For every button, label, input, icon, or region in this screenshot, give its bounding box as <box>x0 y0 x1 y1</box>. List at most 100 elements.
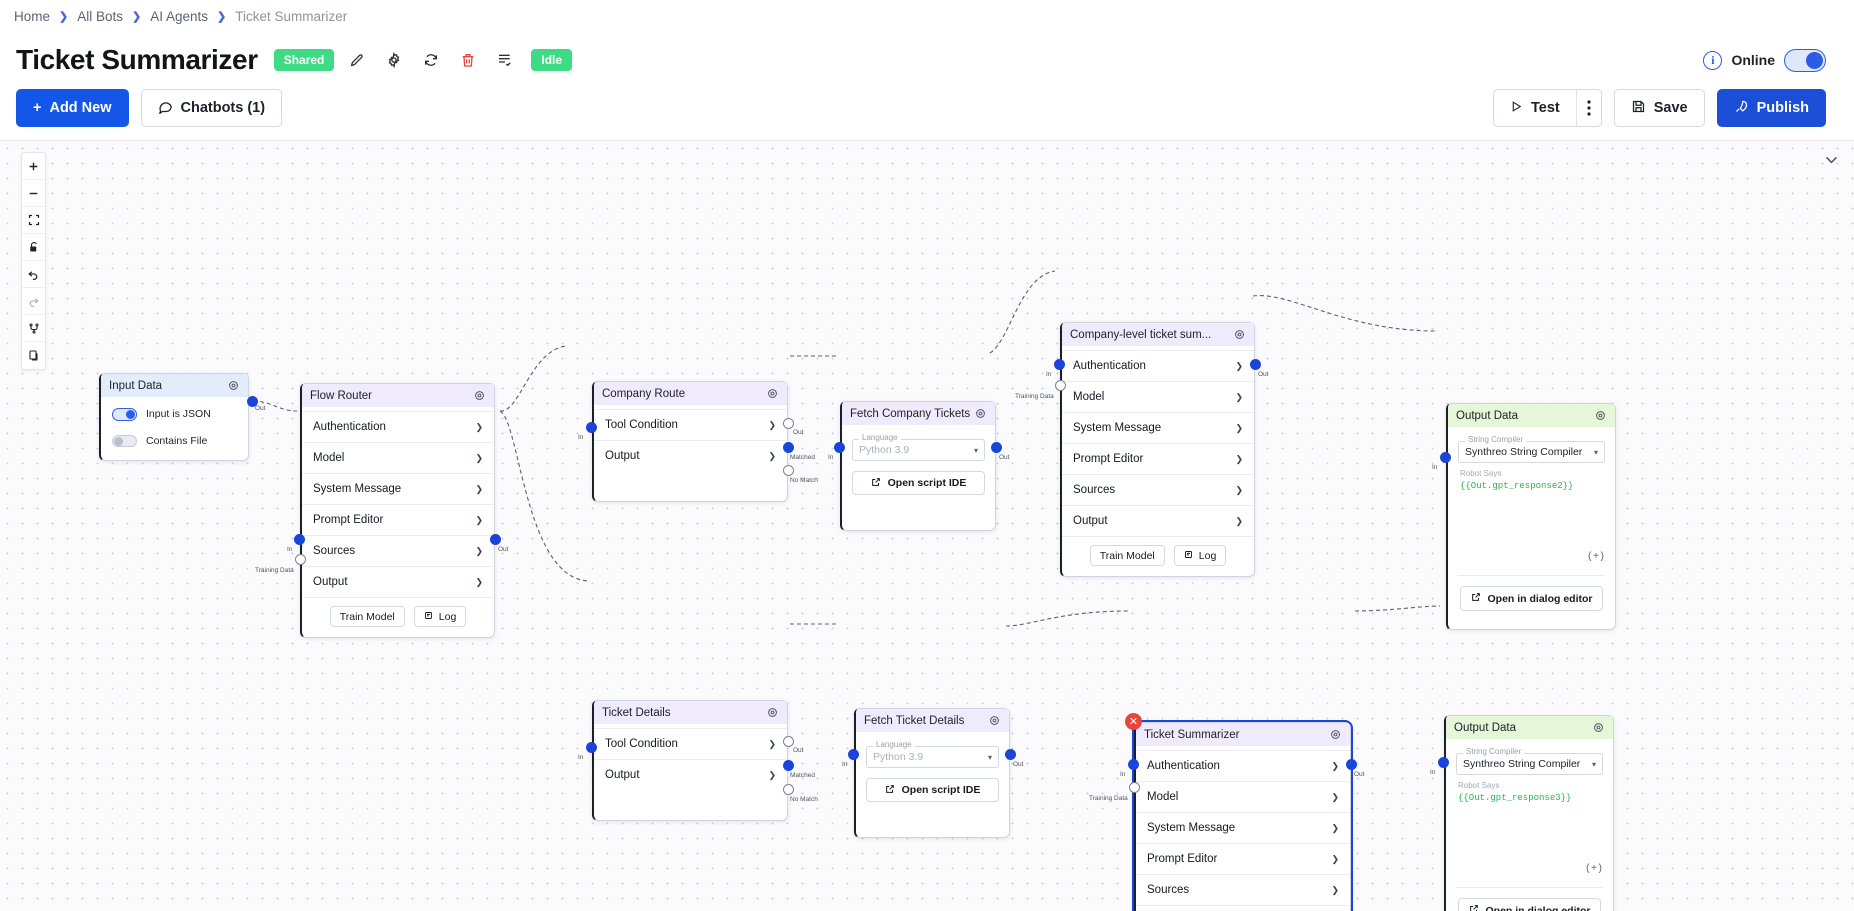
copy-icon[interactable] <box>22 342 45 369</box>
accordion-tool-condition[interactable]: Tool Condition ❯ <box>594 728 787 759</box>
close-icon[interactable]: ✕ <box>1125 713 1142 730</box>
zoom-out-icon[interactable] <box>22 180 45 207</box>
language-field[interactable]: Language Python 3.9 ▾ <box>866 740 999 768</box>
test-button[interactable]: Test <box>1494 90 1576 126</box>
accordion-prompt-editor[interactable]: Prompt Editor ❯ <box>1136 843 1350 874</box>
publish-button[interactable]: Publish <box>1716 89 1826 127</box>
accordion-system-message[interactable]: System Message ❯ <box>1136 812 1350 843</box>
port-out-fetch-company-tickets[interactable] <box>991 442 1002 453</box>
zoom-in-icon[interactable] <box>22 153 45 180</box>
accordion-output[interactable]: Output ❯ <box>1062 505 1254 536</box>
gear-icon[interactable] <box>473 389 486 402</box>
port-in-company-level-summarizer[interactable] <box>1054 359 1065 370</box>
node-input-data[interactable]: Input Data Input is JSON Contains File <box>99 373 249 461</box>
port-out-ticket-summarizer[interactable] <box>1346 759 1357 770</box>
accordion-output[interactable]: Output ❯ <box>594 759 787 790</box>
open-script-ide-button[interactable]: Open script IDE <box>866 778 999 802</box>
branch-icon[interactable] <box>22 315 45 342</box>
node-ticket-summarizer[interactable]: Ticket Summarizer Authentication ❯ Model… <box>1132 720 1353 911</box>
port-out-company-level-summarizer[interactable] <box>1250 359 1261 370</box>
port-matched-company-route[interactable] <box>783 442 794 453</box>
node-fetch-ticket-details[interactable]: Fetch Ticket Details Language Python 3.9… <box>854 708 1010 838</box>
redo-icon[interactable] <box>22 288 45 315</box>
canvas-collapse-chevron-icon[interactable] <box>1823 151 1840 173</box>
lock-icon[interactable] <box>22 234 45 261</box>
language-select[interactable]: Python 3.9 ▾ <box>852 439 985 461</box>
port-in-output-data-top[interactable] <box>1440 452 1451 463</box>
trash-icon[interactable] <box>454 46 482 74</box>
port-training-data-flow-router[interactable] <box>295 554 306 565</box>
accordion-authentication[interactable]: Authentication ❯ <box>1062 350 1254 381</box>
train-model-button[interactable]: Train Model <box>329 606 405 627</box>
port-in-output-data-bottom[interactable] <box>1438 757 1449 768</box>
toggle-row-contains-file[interactable]: Contains File <box>101 428 248 455</box>
gear-icon[interactable] <box>766 706 779 719</box>
refresh-icon[interactable] <box>417 46 445 74</box>
string-compiler-field[interactable]: String Compiler Synthreo String Compiler… <box>1456 747 1603 775</box>
contains-file-toggle[interactable] <box>112 434 137 447</box>
gear-icon[interactable] <box>1233 328 1246 341</box>
node-ticket-details[interactable]: Ticket Details Tool Condition ❯ Output ❯ <box>592 700 788 821</box>
edit-icon[interactable] <box>343 46 371 74</box>
breadcrumb-item-ai-agents[interactable]: AI Agents <box>150 8 209 24</box>
port-no-match-ticket-details[interactable] <box>783 784 794 795</box>
accordion-prompt-editor[interactable]: Prompt Editor ❯ <box>302 504 494 535</box>
gear-icon[interactable] <box>227 379 240 392</box>
port-in-company-route[interactable] <box>586 422 597 433</box>
accordion-authentication[interactable]: Authentication ❯ <box>302 411 494 442</box>
undo-icon[interactable] <box>22 261 45 288</box>
accordion-sources[interactable]: Sources ❯ <box>302 535 494 566</box>
node-flow-router[interactable]: Flow Router Authentication ❯ Model ❯ Sys… <box>300 383 495 638</box>
language-select[interactable]: Python 3.9 ▾ <box>866 746 999 768</box>
accordion-system-message[interactable]: System Message ❯ <box>1062 412 1254 443</box>
chatbots-button[interactable]: Chatbots (1) <box>140 89 283 127</box>
accordion-prompt-editor[interactable]: Prompt Editor ❯ <box>1062 443 1254 474</box>
robot-says-value-box[interactable]: {{Out.gpt_response3}} (+) <box>1458 791 1603 879</box>
language-field[interactable]: Language Python 3.9 ▾ <box>852 433 985 461</box>
toggle-row-input-is-json[interactable]: Input is JSON <box>101 401 248 428</box>
accordion-model[interactable]: Model ❯ <box>1062 381 1254 412</box>
port-out-flow-router[interactable] <box>490 534 501 545</box>
online-toggle[interactable] <box>1784 48 1826 72</box>
accordion-model[interactable]: Model ❯ <box>302 442 494 473</box>
add-variable-icon[interactable]: (+) <box>1586 552 1605 563</box>
save-button[interactable]: Save <box>1613 89 1705 127</box>
accordion-system-message[interactable]: System Message ❯ <box>302 473 494 504</box>
accordion-authentication[interactable]: Authentication ❯ <box>1136 750 1350 781</box>
train-model-button[interactable]: Train Model <box>1089 545 1165 566</box>
node-company-level-summarizer[interactable]: Company-level ticket sum... Authenticati… <box>1060 322 1255 577</box>
port-in-ticket-summarizer[interactable] <box>1128 759 1139 770</box>
open-dialog-editor-button[interactable]: Open in dialog editor <box>1458 898 1601 911</box>
gear-icon[interactable] <box>1592 721 1605 734</box>
robot-says-value-box[interactable]: {{Out.gpt_response2}} (+) <box>1460 479 1605 567</box>
node-output-data-bottom[interactable]: Output Data String Compiler Synthreo Str… <box>1444 715 1614 911</box>
gear-icon[interactable] <box>974 407 987 420</box>
accordion-tool-condition[interactable]: Tool Condition ❯ <box>594 409 787 440</box>
gear-icon[interactable] <box>1594 409 1607 422</box>
port-in-fetch-company-tickets[interactable] <box>834 442 845 453</box>
gear-icon[interactable] <box>988 714 1001 727</box>
open-script-ide-button[interactable]: Open script IDE <box>852 471 985 495</box>
accordion-model[interactable]: Model ❯ <box>1136 781 1350 812</box>
node-output-data-top[interactable]: Output Data String Compiler Synthreo Str… <box>1446 403 1616 630</box>
port-matched-ticket-details[interactable] <box>783 760 794 771</box>
fit-screen-icon[interactable] <box>22 207 45 234</box>
accordion-output[interactable]: Output ❯ <box>594 440 787 471</box>
info-icon[interactable]: i <box>1703 50 1723 70</box>
log-button[interactable]: Log <box>413 606 467 627</box>
gear-icon[interactable] <box>766 387 779 400</box>
gear-icon[interactable] <box>1329 728 1342 741</box>
string-compiler-field[interactable]: String Compiler Synthreo String Compiler… <box>1458 435 1605 463</box>
open-dialog-editor-button[interactable]: Open in dialog editor <box>1460 586 1603 611</box>
accordion-sources[interactable]: Sources ❯ <box>1062 474 1254 505</box>
add-variable-icon[interactable]: (+) <box>1584 864 1603 875</box>
accordion-output[interactable]: Output ❯ <box>1136 905 1350 911</box>
port-no-match-company-route[interactable] <box>783 465 794 476</box>
port-out-company-route[interactable] <box>783 418 794 429</box>
breadcrumb-item-home[interactable]: Home <box>14 8 51 24</box>
log-button[interactable]: Log <box>1173 545 1227 566</box>
input-is-json-toggle[interactable] <box>112 408 137 421</box>
test-more-menu-button[interactable] <box>1575 90 1601 126</box>
port-out-ticket-details[interactable] <box>783 736 794 747</box>
accordion-output[interactable]: Output ❯ <box>302 566 494 597</box>
